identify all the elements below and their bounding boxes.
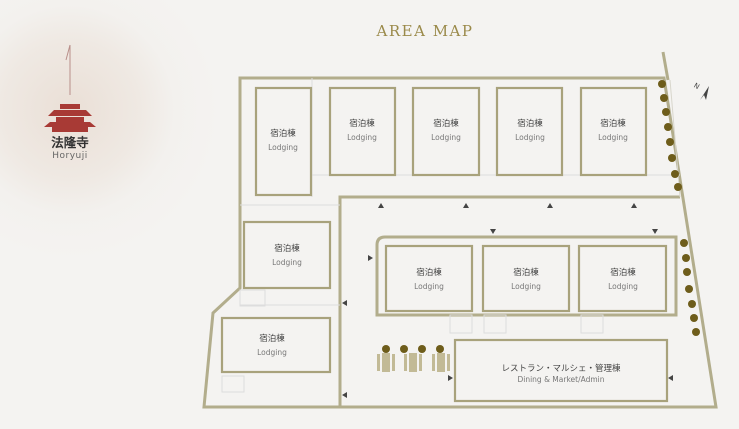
lodging-6[interactable]: 宿泊棟 Lodging bbox=[242, 220, 332, 290]
lodging-label-jp: 宿泊棟 bbox=[433, 118, 459, 129]
lodging-label-jp: 宿泊棟 bbox=[517, 118, 543, 129]
lodging-label-jp: 宿泊棟 bbox=[600, 118, 626, 129]
lodging-label-en: Lodging bbox=[257, 348, 287, 357]
lodging-label-en: Lodging bbox=[511, 282, 541, 291]
lodging-label-en: Lodging bbox=[414, 282, 444, 291]
lodging-label-jp: 宿泊棟 bbox=[270, 128, 296, 139]
center-block bbox=[375, 235, 678, 317]
lodging-label-en: Lodging bbox=[515, 133, 545, 142]
lodging-label-en: Lodging bbox=[268, 143, 298, 152]
lodging-label-en: Lodging bbox=[598, 133, 628, 142]
landmark-horyuji[interactable]: 法隆寺 Horyuji bbox=[30, 40, 110, 161]
restaurant-label-en: Dining & Market/Admin bbox=[517, 375, 604, 384]
lodging-label-jp: 宿泊棟 bbox=[349, 118, 375, 129]
background-glow bbox=[0, 0, 225, 265]
lodging-1[interactable]: 宿泊棟 Lodging bbox=[254, 86, 313, 197]
lodging-4[interactable]: 宿泊棟 Lodging bbox=[495, 86, 564, 177]
page-title: AREA MAP bbox=[376, 22, 474, 40]
north-arrow-icon: N bbox=[692, 82, 709, 100]
landmark-name-en: Horyuji bbox=[52, 151, 88, 161]
lodging-5[interactable]: 宿泊棟 Lodging bbox=[579, 86, 648, 177]
lodging-8[interactable]: 宿泊棟 Lodging bbox=[384, 244, 474, 313]
lodging-label-jp: 宿泊棟 bbox=[513, 267, 539, 278]
lodging-label-en: Lodging bbox=[431, 133, 461, 142]
lodging-label-jp: 宿泊棟 bbox=[610, 267, 636, 278]
site-boundary bbox=[202, 76, 718, 409]
lodging-3[interactable]: 宿泊棟 Lodging bbox=[411, 86, 481, 177]
trees bbox=[382, 80, 700, 353]
lodging-10[interactable]: 宿泊棟 Lodging bbox=[577, 244, 668, 313]
temple-icon bbox=[44, 44, 96, 132]
north-label: N bbox=[692, 82, 701, 92]
landmark-name-jp: 法隆寺 bbox=[51, 135, 89, 150]
lodging-label-jp: 宿泊棟 bbox=[416, 267, 442, 278]
lodging-label-jp: 宿泊棟 bbox=[259, 333, 285, 344]
lodging-label-jp: 宿泊棟 bbox=[274, 243, 300, 254]
lodging-2[interactable]: 宿泊棟 Lodging bbox=[328, 86, 397, 177]
lodging-label-en: Lodging bbox=[347, 133, 377, 142]
lodging-7[interactable]: 宿泊棟 Lodging bbox=[220, 316, 332, 374]
lodging-9[interactable]: 宿泊棟 Lodging bbox=[481, 244, 571, 313]
road-edge bbox=[338, 195, 680, 407]
lodging-label-en: Lodging bbox=[272, 258, 302, 267]
restaurant-label-jp: レストラン・マルシェ・管理棟 bbox=[501, 363, 621, 374]
lodging-label-en: Lodging bbox=[608, 282, 638, 291]
outdoor-tables bbox=[377, 353, 450, 372]
